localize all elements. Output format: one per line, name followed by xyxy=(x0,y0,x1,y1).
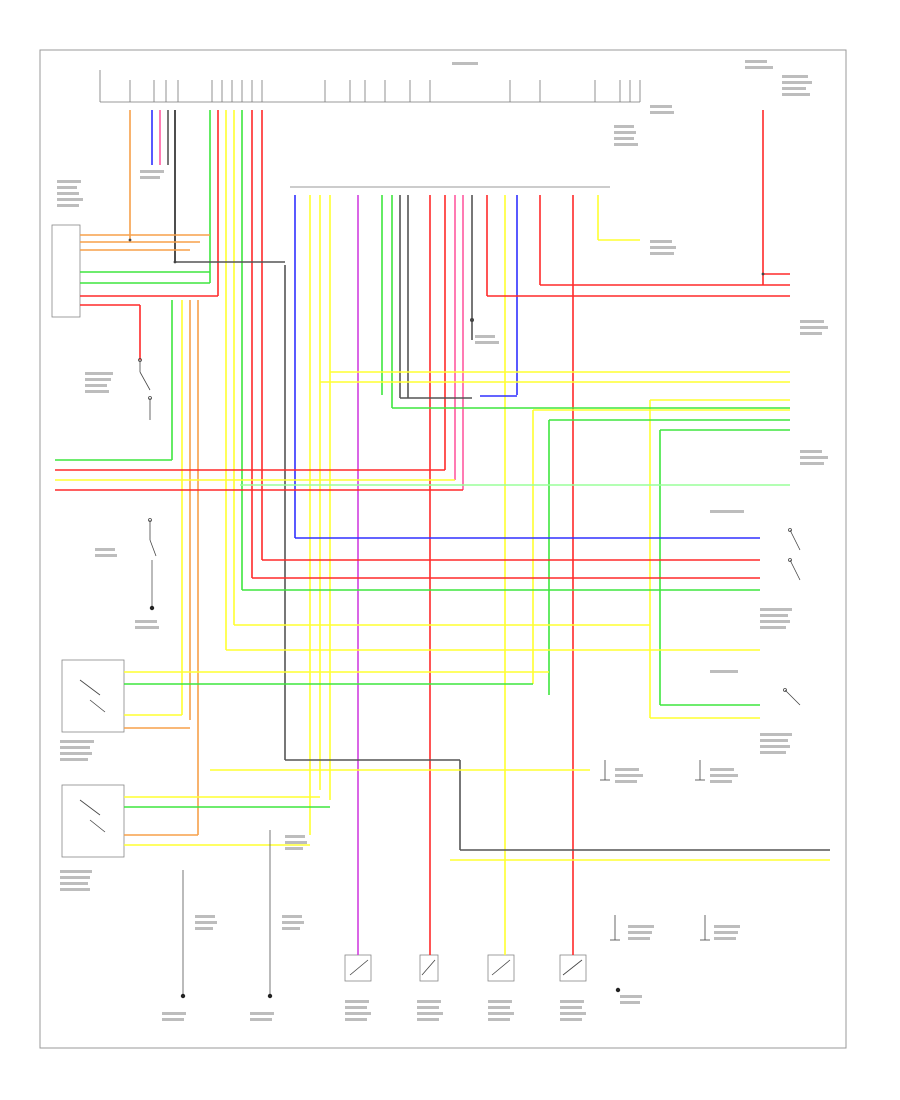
bottom-switch-4 xyxy=(562,959,583,976)
ground-icon xyxy=(180,993,186,999)
right-sensor-1 xyxy=(600,760,610,781)
switches xyxy=(79,358,801,976)
left-front-switch-symbol xyxy=(79,679,106,713)
illegible-labels xyxy=(57,60,828,1021)
ground-symbols xyxy=(149,560,621,999)
right-sensor-4 xyxy=(700,915,710,941)
front-lower-switch-symbol xyxy=(783,688,801,706)
bottom-switch-1 xyxy=(349,959,369,976)
vertical-wires xyxy=(129,110,764,955)
ground-icon xyxy=(615,987,621,993)
ground-icon xyxy=(149,605,155,611)
bottom-switch-2 xyxy=(421,959,436,976)
left-lower-switch-symbol xyxy=(79,799,106,833)
diagram-border xyxy=(39,49,847,1049)
connector-dots xyxy=(128,238,765,322)
right-door-switch-symbol xyxy=(788,528,801,581)
ground-icon xyxy=(267,993,273,999)
lumbar-switch-symbol xyxy=(138,358,152,420)
horizontal-wires xyxy=(55,234,830,861)
top-bus xyxy=(99,70,641,188)
component-boxes xyxy=(51,224,587,982)
door-switch-symbol xyxy=(148,518,157,557)
right-sensor-3 xyxy=(610,915,620,941)
bottom-switch-3 xyxy=(491,959,511,976)
right-sensor-2 xyxy=(695,760,705,781)
